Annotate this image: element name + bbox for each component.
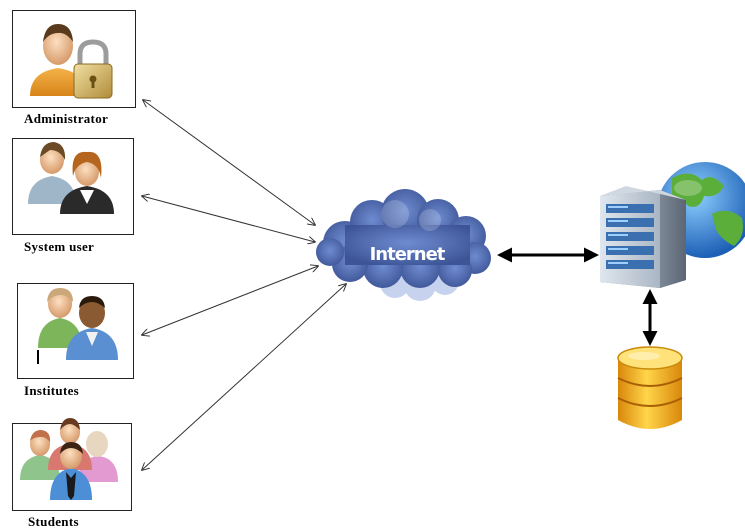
institutes-connection-arrow bbox=[142, 266, 318, 335]
internet-label: Internet bbox=[370, 244, 446, 265]
students-connection-arrow bbox=[142, 284, 346, 470]
users-pair-icon bbox=[28, 142, 114, 214]
database-icon bbox=[617, 346, 683, 429]
cloud-icon bbox=[316, 189, 491, 301]
system-user-connection-arrow bbox=[142, 196, 315, 242]
institutes-label: Institutes bbox=[24, 383, 80, 398]
admin-lock-icon bbox=[30, 24, 113, 99]
server-icon bbox=[600, 186, 686, 288]
system-user-box bbox=[12, 138, 134, 235]
administrator-connection-arrow bbox=[143, 100, 315, 225]
system-user-label: System user bbox=[24, 239, 95, 254]
group-icon bbox=[20, 418, 118, 500]
students-label: Students bbox=[28, 514, 79, 529]
people-pair-icon bbox=[37, 288, 118, 364]
administrator-label: Administrator bbox=[24, 111, 109, 126]
